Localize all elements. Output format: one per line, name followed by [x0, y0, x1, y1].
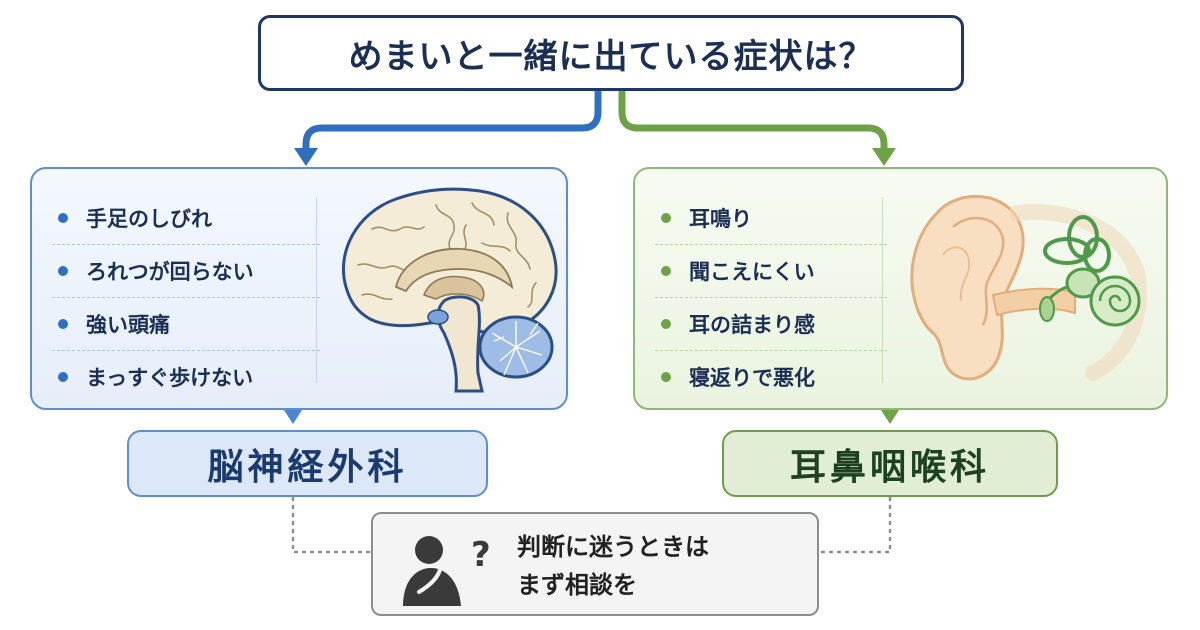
advice-box: ? 判断に迷うときは まず相談を: [371, 512, 819, 616]
advice-line-1: 判断に迷うときは: [517, 533, 709, 561]
symptom-label: 耳の詰まり感: [689, 313, 815, 337]
thinking-person-icon: ?: [403, 535, 491, 606]
symptom-label: 耳鳴り: [689, 206, 752, 231]
list-item: ろれつが回らない: [52, 244, 320, 297]
bullet-icon: [661, 266, 671, 276]
symptom-label: 強い頭痛: [86, 313, 170, 337]
symptom-label: まっすぐ歩けない: [86, 366, 254, 390]
advice-line-2: まず相談を: [517, 571, 637, 599]
bullet-icon: [661, 212, 671, 223]
bullet-icon: [661, 372, 671, 382]
list-item: 耳の詰まり感: [655, 297, 887, 350]
symptom-label: 聞こえにくい: [689, 260, 815, 284]
page-title: めまいと一緒に出ている症状は？: [348, 36, 874, 77]
list-item: 耳鳴り: [655, 191, 887, 244]
department-label: 脳神経外科: [207, 446, 408, 488]
bullet-icon: [58, 266, 68, 276]
bullet-icon: [58, 372, 68, 382]
neuro-symptom-panel: 手足のしびれ ろれつが回らない 強い頭痛 まっすぐ歩けない: [30, 167, 568, 410]
symptom-label: ろれつが回らない: [86, 260, 254, 284]
panel-divider: [882, 197, 883, 383]
neuro-symptom-list: 手足のしびれ ろれつが回らない 強い頭痛 まっすぐ歩けない: [52, 191, 320, 403]
neurosurgery-department: 脳神経外科: [127, 430, 488, 497]
symptom-label: 手足のしびれ: [86, 206, 212, 231]
title-box: めまいと一緒に出ている症状は？: [258, 15, 964, 91]
panel-divider: [316, 197, 317, 383]
ent-department: 耳鼻咽喉科: [722, 430, 1058, 497]
bullet-icon: [58, 212, 68, 223]
ent-symptom-list: 耳鳴り 聞こえにくい 耳の詰まり感 寝返りで悪化: [655, 191, 887, 403]
list-item: 聞こえにくい: [655, 244, 887, 297]
symptom-label: 寝返りで悪化: [689, 366, 815, 390]
list-item: 寝返りで悪化: [655, 350, 887, 403]
bullet-icon: [58, 319, 68, 329]
bullet-icon: [661, 319, 671, 329]
ent-symptom-panel: 耳鳴り 聞こえにくい 耳の詰まり感 寝返りで悪化: [633, 167, 1168, 410]
svg-text:?: ?: [471, 535, 491, 575]
list-item: 手足のしびれ: [52, 191, 320, 244]
ear-icon: [910, 195, 1148, 381]
brain-icon: [341, 187, 558, 393]
advice-text: 判断に迷うときは まず相談を: [517, 528, 807, 604]
list-item: まっすぐ歩けない: [52, 350, 320, 403]
department-label: 耳鼻咽喉科: [789, 446, 990, 488]
list-item: 強い頭痛: [52, 297, 320, 350]
